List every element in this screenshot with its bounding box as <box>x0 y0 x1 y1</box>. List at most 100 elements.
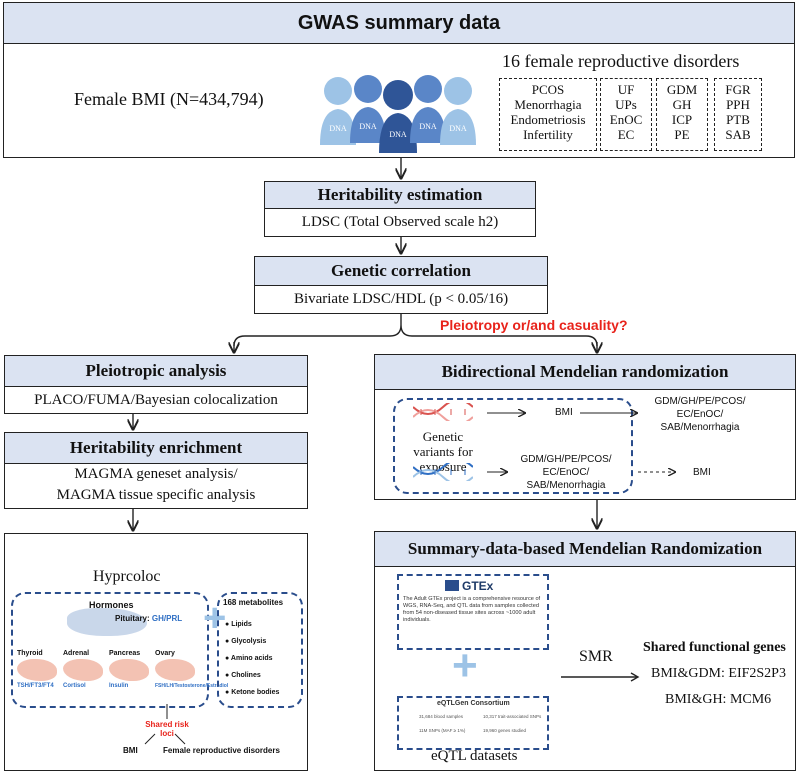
svg-text:DNA: DNA <box>329 124 347 133</box>
disorder-item: UPs <box>615 97 637 112</box>
eqtlgen-stat-4: 19,960 genes studied <box>483 728 527 733</box>
disorders-title: 16 female reproductive disorders <box>502 51 740 71</box>
heritability-estimation-title: Heritability estimation <box>265 182 535 209</box>
pancreas-organ-icon <box>109 659 149 681</box>
smr-arrow <box>561 672 640 682</box>
person-icon-5: DNA <box>440 77 476 145</box>
branch-connector <box>233 313 598 347</box>
mendelian-randomization-title: Bidirectional Mendelian randomization <box>375 355 795 390</box>
eqtl-datasets-label: eQTL datasets <box>431 748 518 764</box>
metabolite-item: ● Ketone bodies <box>225 689 280 696</box>
population-icon: DNA DNA DNA DNA DNA <box>320 75 476 153</box>
metabolites-list: ● Lipids ● Glycolysis ● Amino acids ● Ch… <box>225 616 279 701</box>
pleiotropic-analysis-method: PLACO/FUMA/Bayesian colocalization <box>34 392 278 408</box>
brain-icon <box>67 608 147 636</box>
pituitary-label: Pituitary: GH/PRL <box>115 614 182 623</box>
svg-text:DNA: DNA <box>359 122 377 131</box>
metabolites-region <box>217 592 303 708</box>
adrenal-hormone: Cortisol <box>63 683 86 689</box>
hyprcoloc-panel: Hyprcoloc Hormones Pituitary: GH/PRL Thy… <box>4 533 308 771</box>
hyprcoloc-title: Hyprcoloc <box>93 568 161 585</box>
gtex-logo: GTEx <box>445 579 493 593</box>
disorder-item: Menorrhagia <box>514 97 582 112</box>
gtex-logo-text: GTEx <box>462 579 494 593</box>
mr-row1-exposure: BMI <box>555 407 573 418</box>
genetic-variants-region <box>393 398 633 494</box>
thyroid-label: Thyroid <box>17 650 43 657</box>
thyroid-organ-icon <box>17 659 57 681</box>
eqtlgen-stat-1: 31,684 blood samples <box>419 714 464 719</box>
genetic-correlation-method: Bivariate LDSC/HDL (p < 0.05/16) <box>293 291 509 307</box>
person-icon-1: DNA <box>320 77 356 145</box>
heritability-estimation-box: Heritability estimation LDSC (Total Obse… <box>264 181 536 237</box>
heritability-enrichment-title: Heritability enrichment <box>5 433 307 464</box>
metabolite-item: ● Lipids <box>225 621 252 628</box>
pleiotropic-analysis-box: Pleiotropic analysis PLACO/FUMA/Bayesian… <box>4 355 308 414</box>
shared-gene-2: BMI&GH: MCM6 <box>665 692 772 707</box>
heritability-enrichment-line1: MAGMA geneset analysis/ <box>74 466 238 482</box>
ovary-label: Ovary <box>155 650 175 657</box>
metabolite-item: ● Glycolysis <box>225 638 267 645</box>
disorder-item: EnOC <box>609 112 643 127</box>
adrenal-group: Adrenal Cortisol <box>63 650 107 689</box>
smr-plus-icon: + <box>452 641 478 690</box>
svg-text:DNA: DNA <box>449 124 467 133</box>
pleiotropic-analysis-title: Pleiotropic analysis <box>5 356 307 387</box>
smr-title: Summary-data-based Mendelian Randomizati… <box>375 532 795 567</box>
shared-genes-title: Shared functional genes <box>643 640 786 655</box>
shared-risk-loci: Shared risk loci <box>145 720 189 738</box>
disorder-item: GDM <box>666 82 698 97</box>
svg-text:DNA: DNA <box>419 122 437 131</box>
pituitary-label-text: Pituitary: <box>115 614 150 623</box>
hormones-title: Hormones <box>89 600 134 610</box>
disorder-item: PE <box>674 127 690 142</box>
gwas-summary-panel: GWAS summary data Female BMI (N=434,794)… <box>3 2 795 158</box>
genetic-correlation-title: Genetic correlation <box>255 257 547 286</box>
mr-row2-exposure: GDM/GH/PE/PCOS/ EC/EnOC/ SAB/Menorrhagia <box>520 454 612 491</box>
ovary-hormone: FSH/LH/Testosterone/Estradiol <box>155 683 229 689</box>
disorder-group-3: GDM GH ICP PE <box>656 78 708 151</box>
female-bmi-label: Female BMI (N=434,794) <box>74 89 264 109</box>
pleiotropy-question: Pleiotropy or/and casuality? <box>440 317 628 333</box>
gtex-description: The Adult GTEx project is a comprehensiv… <box>403 596 541 623</box>
genetic-correlation-box: Genetic correlation Bivariate LDSC/HDL (… <box>254 256 548 314</box>
disorder-item: ICP <box>671 112 693 127</box>
mr-arrows <box>487 355 795 499</box>
ovary-group: Ovary FSH/LH/Testosterone/Estradiol <box>155 650 229 689</box>
disorder-group-4: FGR PPH PTB SAB <box>714 78 762 151</box>
metabolite-item: ● Cholines <box>225 672 261 679</box>
pituitary-value: GH/PRL <box>151 614 183 623</box>
pancreas-group: Pancreas Insulin <box>109 650 153 689</box>
eqtlgen-title: eQTLGen Consortium <box>437 700 510 707</box>
heritability-enrichment-line2: MAGMA tissue specific analysis <box>56 487 256 503</box>
thyroid-group: Thyroid TSH/FT3/FT4 <box>17 650 61 689</box>
disorder-item: PPH <box>726 97 750 112</box>
mendelian-randomization-panel: Bidirectional Mendelian randomization Ge… <box>374 354 796 500</box>
person-icon-2: DNA <box>350 75 386 143</box>
hyprcoloc-bmi: BMI <box>123 746 138 755</box>
svg-text:DNA: DNA <box>389 130 407 139</box>
heritability-estimation-method: LDSC (Total Observed scale h2) <box>301 214 499 230</box>
thyroid-hormone: TSH/FT3/FT4 <box>17 683 54 689</box>
smr-arrow-label: SMR <box>579 648 613 665</box>
gtex-card: GTEx The Adult GTEx project is a compreh… <box>397 574 549 650</box>
person-icon-3: DNA <box>379 80 417 153</box>
eqtlgen-stat-2: 10,317 trait-associated SNPs <box>483 714 542 719</box>
metabolite-item: ● Amino acids <box>225 655 273 662</box>
disorder-item: PCOS <box>531 82 565 97</box>
disorder-group-1: PCOS Menorrhagia Endometriosis Infertili… <box>499 78 597 151</box>
eqtlgen-stat-3: 11M SNPs (MAF ≥ 1%) <box>419 728 466 733</box>
adrenal-label: Adrenal <box>63 650 90 657</box>
gwas-summary-title: GWAS summary data <box>4 3 794 44</box>
disorder-item: Endometriosis <box>510 112 586 127</box>
ovary-organ-icon <box>155 659 195 681</box>
hyprcoloc-plus-icon: + <box>203 596 227 640</box>
adrenal-organ-icon <box>63 659 103 681</box>
gtex-logo-mark <box>445 580 459 591</box>
disorder-group-2: UF UPs EnOC EC <box>600 78 652 151</box>
disorder-item: SAB <box>725 127 751 142</box>
metabolites-title: 168 metabolites <box>223 598 284 607</box>
pancreas-label: Pancreas <box>109 650 141 657</box>
dna-icon-red <box>413 403 473 421</box>
disorder-item: FGR <box>725 82 751 97</box>
